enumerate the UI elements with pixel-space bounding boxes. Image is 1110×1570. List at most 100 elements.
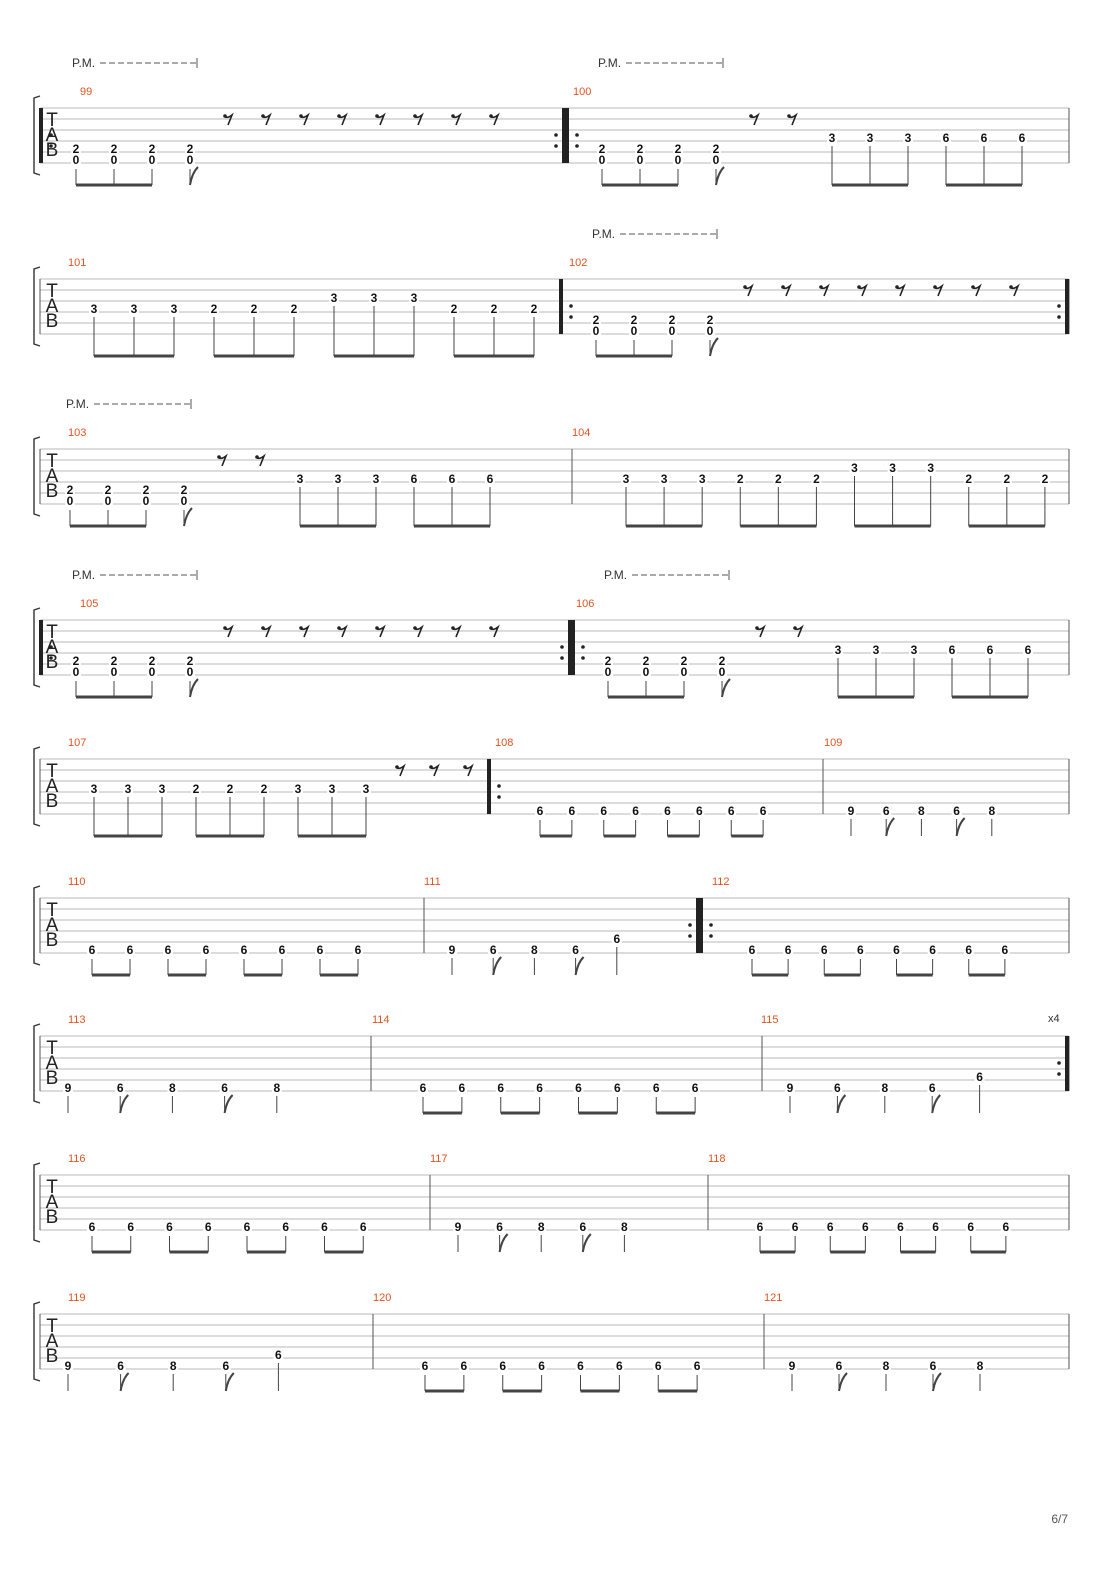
fret-bg [71, 142, 81, 154]
fret-bg [909, 643, 919, 655]
tab-clef-letter: T [46, 451, 58, 472]
fret-bg [409, 291, 419, 303]
fret-number: 6 [834, 1081, 841, 1095]
fret-number: 0 [187, 665, 194, 679]
fret-number: 6 [579, 1220, 586, 1234]
fret-bg [163, 943, 173, 955]
fret-bg [329, 291, 339, 303]
fret-bg [529, 943, 540, 955]
palm-mute-label: P.M. [72, 56, 95, 70]
system-bracket [33, 885, 41, 966]
tab-clef-letter: A [46, 466, 59, 487]
fret-bg [453, 1220, 463, 1232]
fret-number: 6 [967, 1220, 974, 1234]
measure-number: 99 [80, 86, 92, 98]
fret-bg [979, 131, 989, 143]
fret-bg [785, 1081, 795, 1093]
fret-bg [667, 324, 677, 336]
fret-number: 6 [422, 1359, 429, 1373]
tab-clef-letter: T [46, 1038, 58, 1059]
fret-bg [125, 1220, 136, 1232]
fret-bg [115, 1081, 126, 1093]
fret-number: 6 [653, 1081, 660, 1095]
fret-number: 3 [159, 782, 166, 796]
rest-dot [375, 626, 379, 630]
measure-number: 119 [68, 1292, 86, 1304]
repeat-dot [1057, 1061, 1061, 1065]
fret-number: 2 [143, 483, 150, 497]
tab-clef-letter: A [46, 1053, 59, 1074]
repeat-dot [688, 934, 692, 938]
fret-bg [147, 654, 157, 666]
fret-bg [927, 943, 938, 955]
measure-number: 121 [764, 1292, 782, 1304]
palm-mute-label: P.M. [604, 568, 627, 582]
fret-number: 6 [862, 1220, 869, 1234]
fret-number: 6 [757, 1220, 764, 1234]
fret-bg [109, 142, 119, 154]
fret-number: 6 [749, 943, 756, 957]
fret-number: 6 [976, 1070, 983, 1084]
system-bracket [33, 1301, 41, 1382]
measure-number: 101 [68, 257, 86, 269]
system-bracket [33, 1162, 41, 1243]
fret-number: 6 [538, 1359, 545, 1373]
measure-number: 106 [576, 598, 594, 610]
fret-number: 3 [829, 131, 836, 145]
note-flag [838, 1372, 848, 1392]
fret-number: 6 [577, 1359, 584, 1373]
repeat-dot [49, 645, 53, 649]
fret-number: 0 [631, 324, 638, 338]
fret-number: 3 [363, 782, 370, 796]
fret-bg [239, 943, 249, 955]
repeat-dot [688, 923, 692, 927]
fret-number: 2 [669, 313, 676, 327]
fret-number: 0 [707, 324, 714, 338]
rest-dot [261, 114, 265, 118]
fret-number: 2 [965, 472, 972, 486]
fret-number: 0 [149, 153, 156, 167]
fret-bg [259, 782, 269, 794]
rest-dot [223, 626, 227, 630]
fret-number: 0 [605, 665, 612, 679]
measure-number: 104 [572, 427, 590, 439]
repeat-dot [554, 133, 558, 137]
fret-bg [783, 943, 794, 955]
fret-number: 3 [171, 302, 178, 316]
fret-bg [273, 1348, 284, 1360]
fret-bg [597, 142, 607, 154]
fret-bg [635, 142, 645, 154]
fret-number: 6 [420, 1081, 427, 1095]
fret-number: 0 [105, 494, 112, 508]
fret-number: 6 [836, 1359, 843, 1373]
fret-number: 6 [616, 1359, 623, 1373]
fret-bg [164, 1220, 175, 1232]
tab-clef-letter: B [46, 311, 59, 332]
repeat-dot [569, 304, 573, 308]
fret-bg [614, 1359, 625, 1371]
fret-number: 2 [813, 472, 820, 486]
fret-bg [986, 804, 997, 816]
fret-bg [353, 943, 363, 955]
fret-bg [673, 142, 683, 154]
fret-bg [418, 1081, 428, 1093]
tab-clef-letter: B [46, 791, 59, 812]
rest-dot [451, 626, 455, 630]
repeat-dot [1057, 315, 1061, 319]
fret-number: 6 [785, 943, 792, 957]
fret-number: 2 [251, 302, 258, 316]
fret-bg [201, 943, 211, 955]
fret-number: 8 [621, 1220, 628, 1234]
tab-clef-letter: A [46, 776, 59, 797]
measure-number: 112 [712, 876, 730, 888]
fret-number: 2 [105, 483, 112, 497]
